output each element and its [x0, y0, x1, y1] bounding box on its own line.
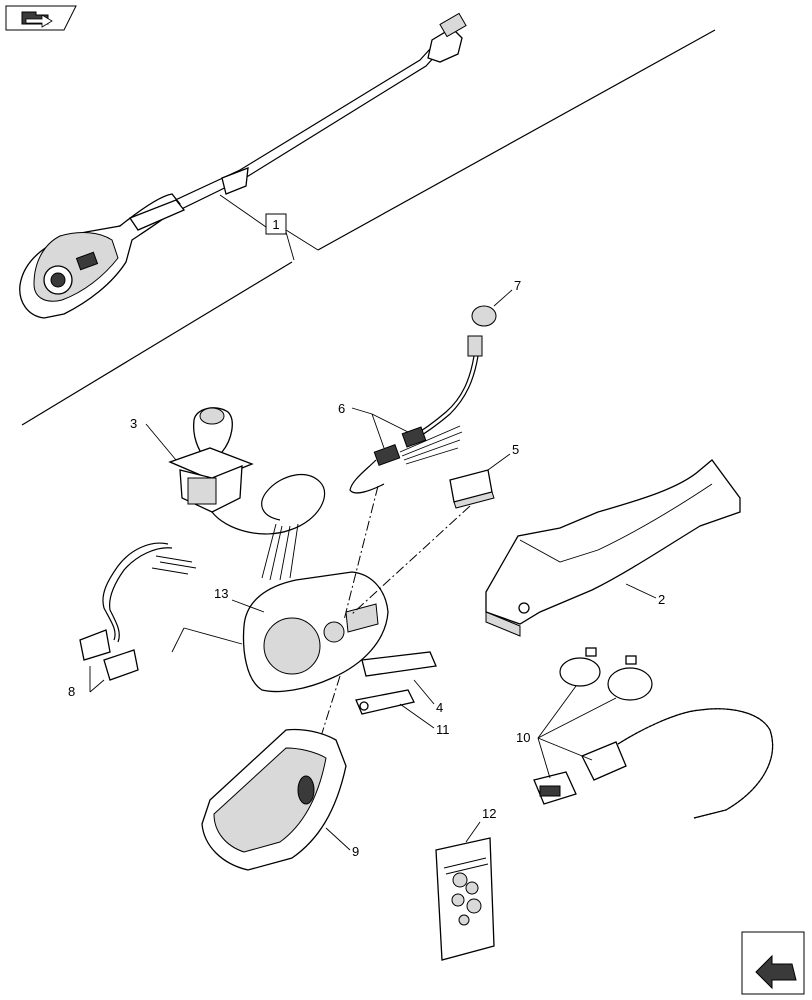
callout-12: 12 — [482, 806, 496, 821]
callout-4: 4 — [436, 700, 443, 715]
wire-harness-part-8: 8 — [68, 542, 197, 699]
small-parts-kit-part-12: 12 — [435, 806, 496, 961]
next-page-arrow-icon[interactable] — [741, 931, 805, 995]
callout-8: 8 — [68, 684, 75, 699]
cover-plate-part-4: 4 — [361, 651, 443, 715]
callout-3: 3 — [130, 416, 137, 431]
svg-text:1: 1 — [272, 217, 279, 232]
armrest-cover-part-13: 13 — [171, 571, 389, 693]
callout-10: 10 — [516, 730, 530, 745]
cover-plate-part-11: 11 — [355, 689, 450, 737]
switch-part-5: 5 — [449, 442, 519, 509]
knob-part-7: 7 — [471, 278, 521, 327]
callout-13: 13 — [214, 586, 228, 601]
book-navigation-icon[interactable] — [5, 5, 77, 31]
callout-5: 5 — [512, 442, 519, 457]
callout-7: 7 — [514, 278, 521, 293]
tray-part-9: 9 — [201, 728, 359, 871]
callout-9: 9 — [352, 844, 359, 859]
callout-11: 11 — [436, 722, 450, 737]
wiring-harness-part-6: 6 — [338, 335, 483, 494]
joystick-part-3: 3 — [130, 407, 326, 581]
armrest-assembly-part-1 — [19, 12, 467, 319]
assembly-boundary-lines — [21, 29, 716, 426]
callout-6: 6 — [338, 401, 345, 416]
callout-1: 1 — [265, 213, 287, 235]
callout-2: 2 — [658, 592, 665, 607]
support-bracket-part-2: 2 — [485, 459, 741, 637]
clamp-kit-part-10: 10 — [516, 647, 774, 819]
